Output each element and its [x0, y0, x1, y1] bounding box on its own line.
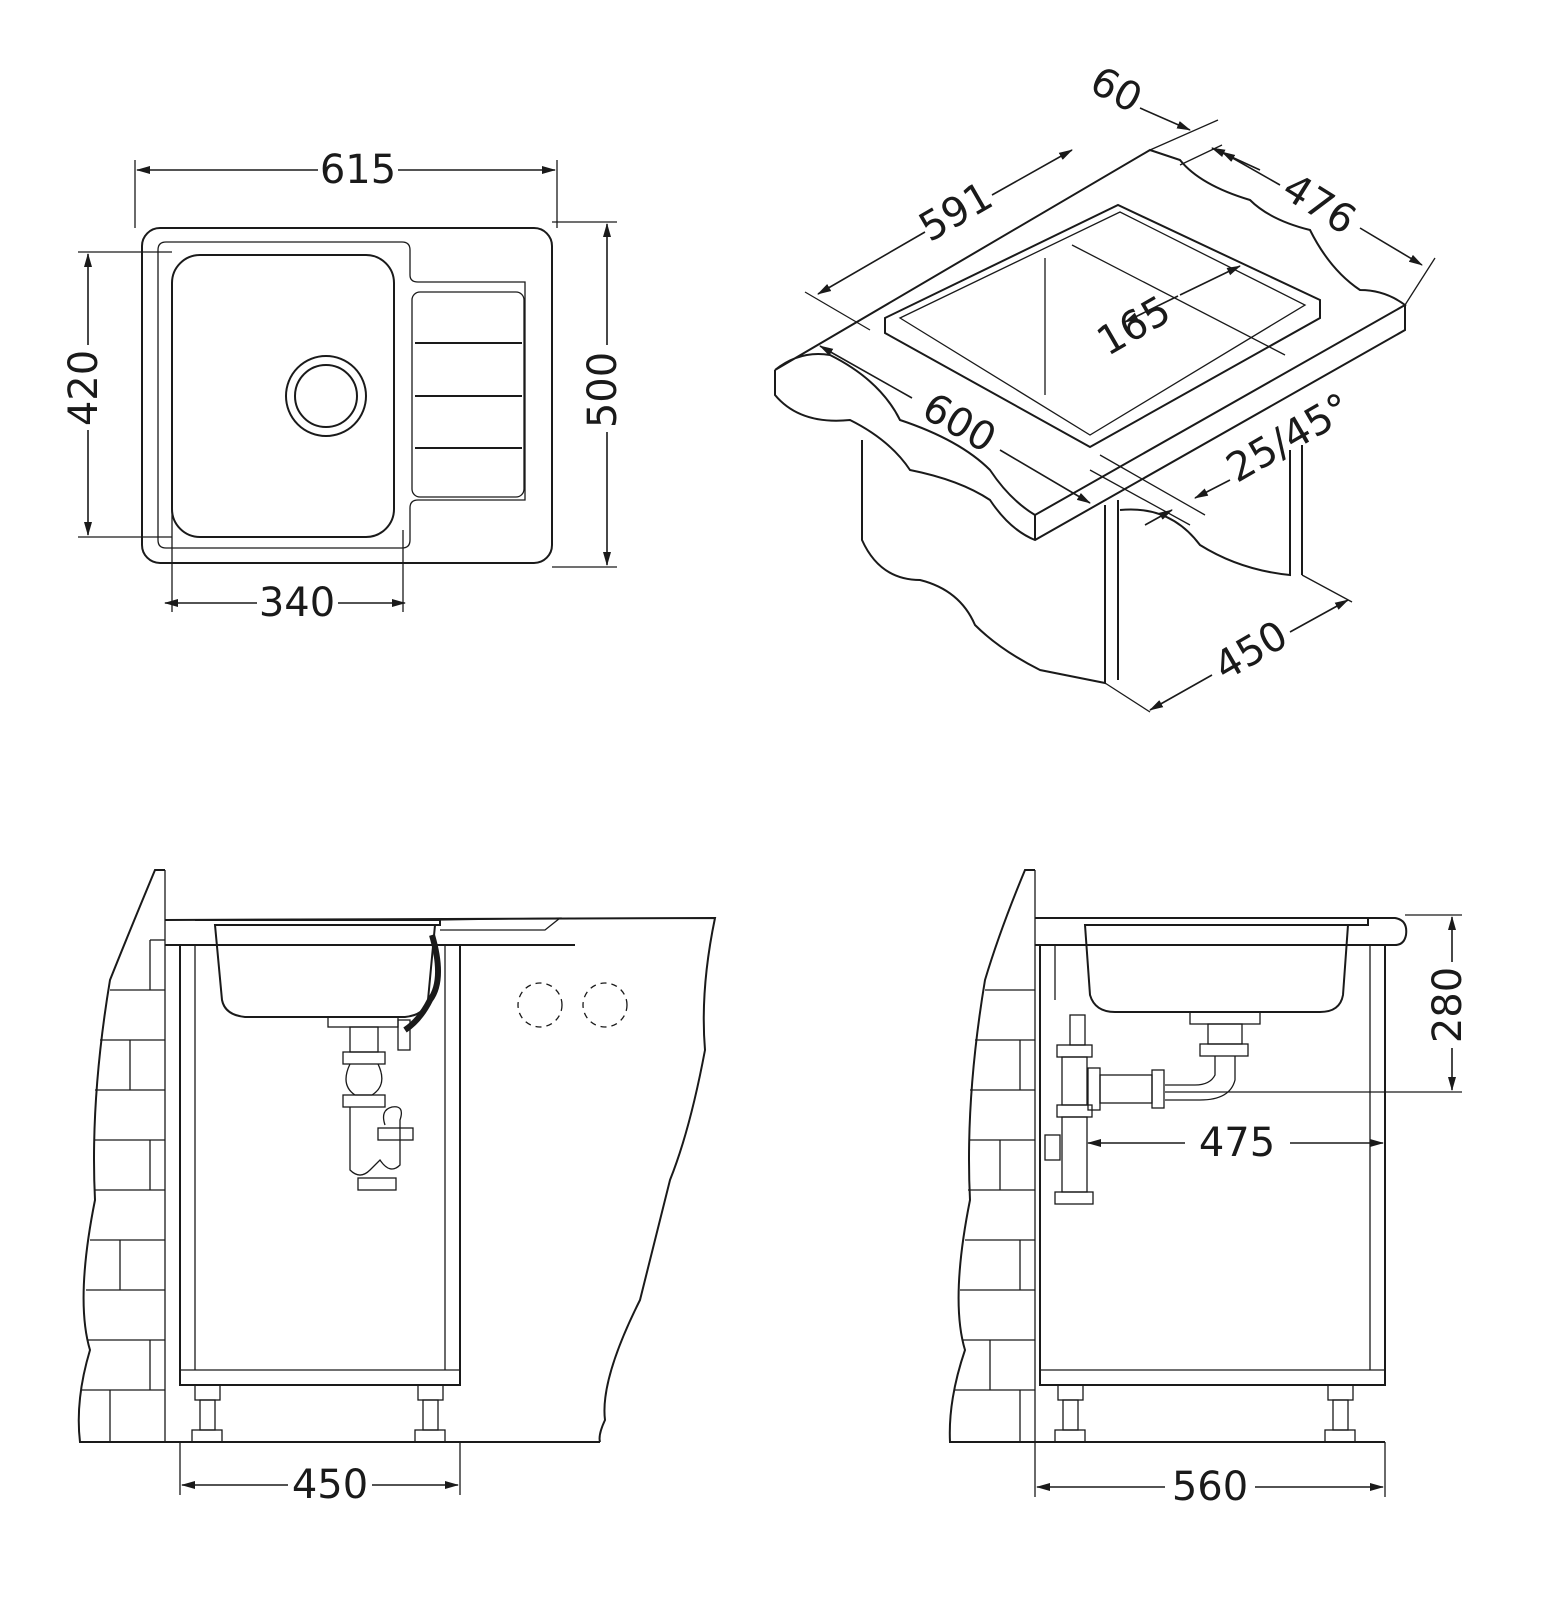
drainer-ribs: [415, 342, 522, 449]
tap-hole-2: [582, 982, 628, 1028]
countertop-top: [774, 148, 1407, 517]
dim-drain-offset: 475: [1199, 1120, 1275, 1166]
cabinet-legs: [191, 1384, 446, 1443]
dim-overall-depth: 500: [580, 352, 626, 428]
dim-overall-width: 615: [320, 147, 396, 193]
dim-cabinet-depth: 560: [1172, 1464, 1248, 1510]
cabinet-side: [1119, 450, 1291, 577]
brick-wall: [82, 870, 166, 1442]
cabinet-front: [861, 440, 1106, 685]
dim-cutout-depth: 476: [1274, 165, 1363, 244]
drain-inner: [294, 364, 358, 428]
cabinet-legs: [1054, 1384, 1356, 1443]
dim-min-cabinet-width: 600: [914, 384, 1003, 462]
bowl: [171, 254, 395, 538]
sink-bowl: [1065, 917, 1369, 1013]
front-view: 450: [77, 869, 717, 1508]
sink-rim: [884, 203, 1321, 449]
wall-outline: [77, 869, 165, 1443]
dim-bowl-depth-iso: 165: [1089, 287, 1178, 365]
brick-wall: [954, 870, 1036, 1442]
drainer: [411, 291, 525, 498]
cabinet: [179, 944, 461, 1386]
side-view: 280 475 560: [948, 869, 1471, 1510]
cabinet-cut-edge: [164, 916, 717, 1443]
sink-bowl-opening: [898, 211, 1307, 436]
countertop-edge: [774, 305, 1406, 542]
sink-bowl: [195, 919, 441, 1018]
dim-bowl-depth: 420: [61, 350, 107, 426]
dim-rim-width: 60: [1083, 58, 1150, 123]
tap-hole-1: [517, 982, 563, 1028]
countertop: [1035, 917, 1408, 946]
siphon-trap: [327, 934, 442, 1191]
dim-cabinet-depth-iso: 450: [1206, 612, 1295, 690]
dim-installation-height: 280: [1425, 967, 1471, 1043]
dim-cutout-length: 591: [911, 173, 1000, 251]
cabinet: [1039, 944, 1386, 1386]
wall-outline: [948, 869, 1035, 1443]
siphon-trap: [1044, 1011, 1261, 1205]
dim-bowl-width: 340: [259, 580, 335, 626]
sink-outline: [141, 227, 553, 564]
isometric-view: 60 591 476 165 600 25/45° 450: [774, 58, 1436, 713]
sink-rim: [157, 241, 526, 549]
drain-outer: [285, 355, 367, 437]
top-view: 615 420 500 340: [61, 147, 626, 626]
dim-cabinet-width: 450: [292, 1462, 368, 1508]
drainer-side: [439, 917, 562, 931]
